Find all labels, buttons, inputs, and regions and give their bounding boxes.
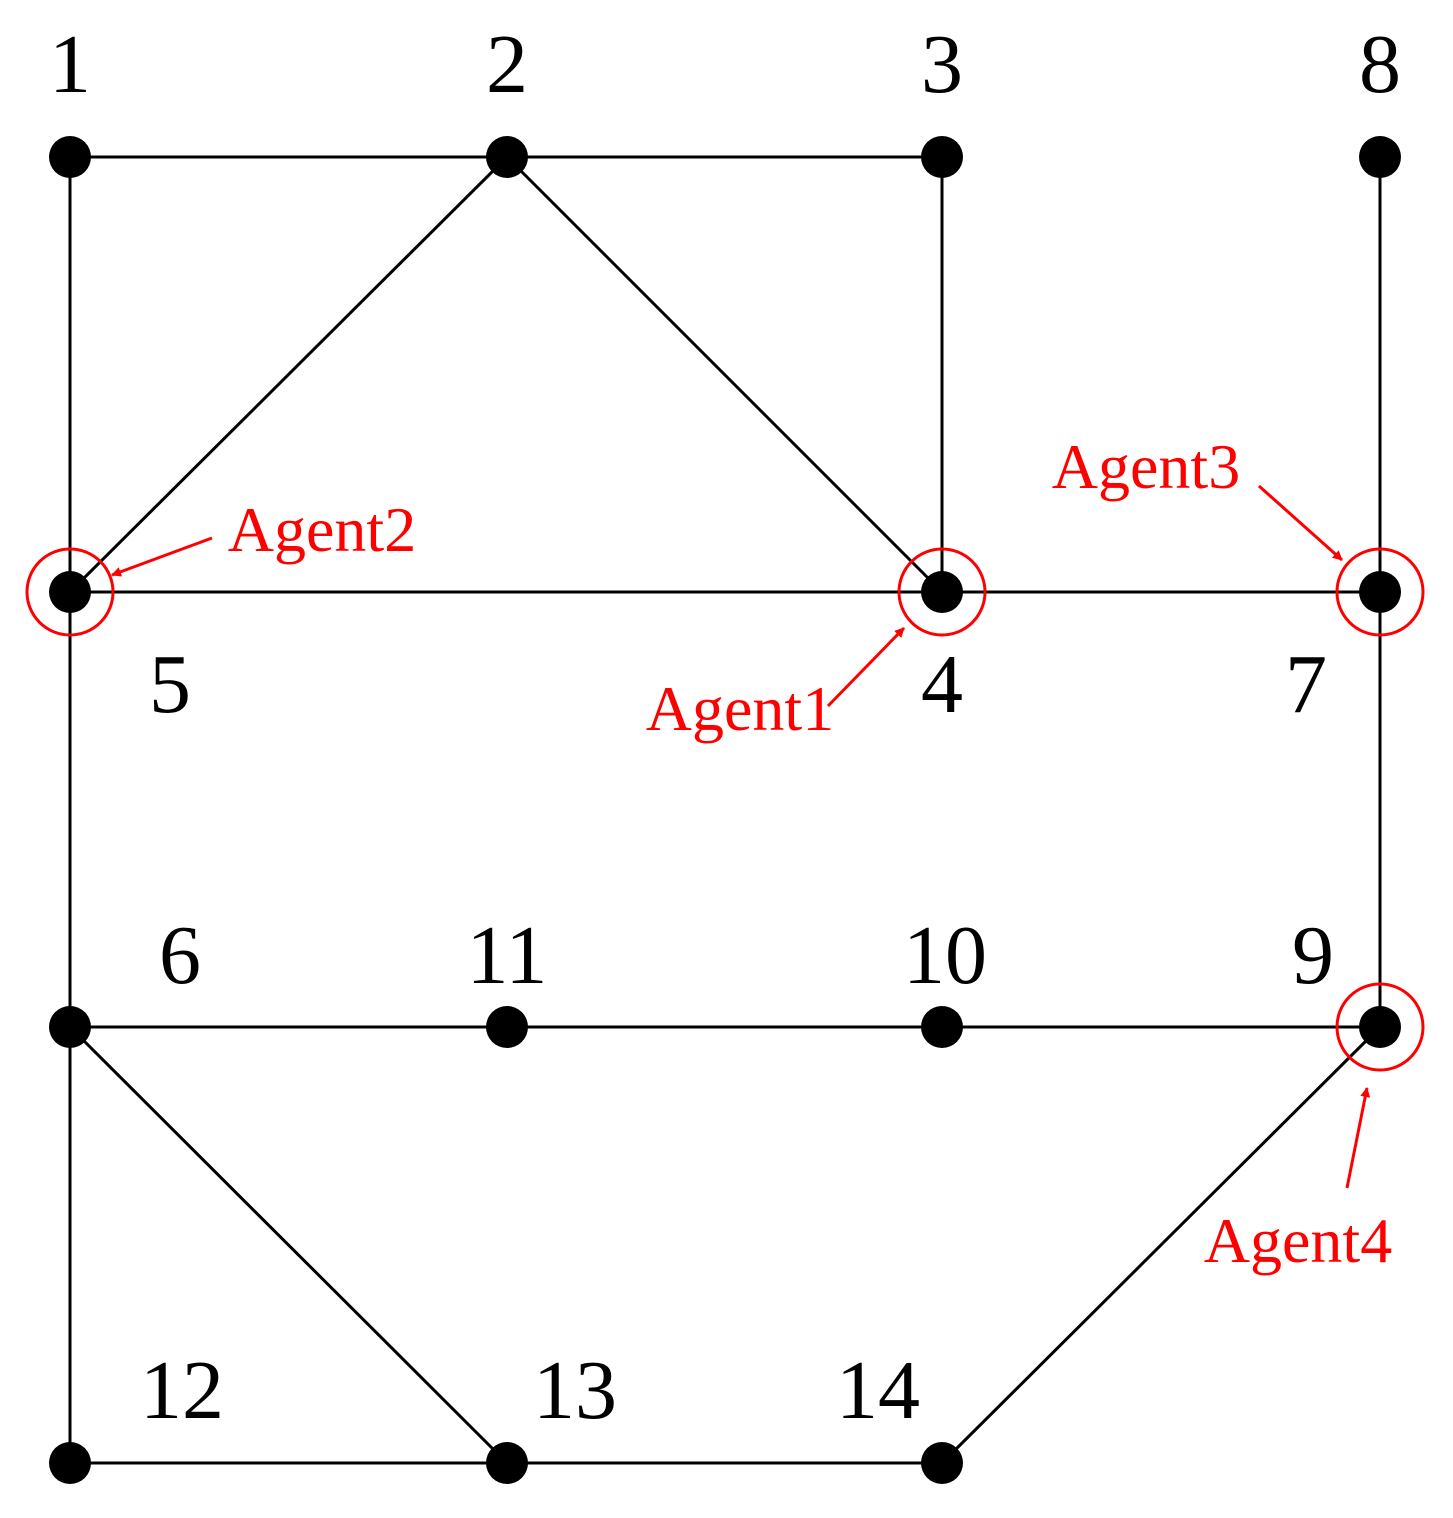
node-label-6: 6 (159, 909, 201, 1002)
node-label-1: 1 (49, 18, 91, 111)
agent-ring-5 (25, 547, 115, 637)
agent-label-2: Agent2 (228, 494, 416, 565)
edge-14-9 (940, 1025, 1382, 1465)
nodes (49, 136, 1401, 1484)
node-label-4: 4 (921, 638, 963, 731)
node-label-8: 8 (1359, 18, 1401, 111)
node-label-5: 5 (149, 638, 191, 731)
node-11 (486, 1006, 528, 1048)
node-8 (1359, 136, 1401, 178)
node-label-14: 14 (836, 1344, 920, 1437)
node-label-3: 3 (921, 18, 963, 111)
agent-arrow-3 (1258, 484, 1343, 562)
node-label-11: 11 (467, 909, 548, 1002)
node-label-13: 13 (533, 1344, 617, 1437)
edge-2-5 (68, 155, 509, 594)
node-label-9: 9 (1292, 909, 1334, 1002)
agent-arrow-1 (826, 626, 906, 708)
agent-label-1: Agent1 (646, 673, 834, 744)
node-5 (49, 571, 91, 613)
edges (68, 155, 1382, 1465)
node-12 (49, 1442, 91, 1484)
agent-ring-9 (1335, 982, 1425, 1072)
agent-arrow-4 (1345, 1087, 1371, 1189)
node-13 (486, 1442, 528, 1484)
node-10 (921, 1006, 963, 1048)
node-6 (49, 1006, 91, 1048)
node-label-12: 12 (140, 1344, 224, 1437)
edge-6-13 (68, 1025, 509, 1465)
node-4 (921, 571, 963, 613)
agent-ring-4 (897, 547, 987, 637)
agent-ring-7 (1335, 547, 1425, 637)
agent-label-4: Agent4 (1204, 1205, 1392, 1276)
node-label-2: 2 (486, 18, 528, 111)
node-9 (1359, 1006, 1401, 1048)
node-3 (921, 136, 963, 178)
node-2 (486, 136, 528, 178)
node-14 (921, 1442, 963, 1484)
edge-2-4 (505, 155, 944, 594)
node-7 (1359, 571, 1401, 613)
agent-label-3: Agent3 (1052, 431, 1240, 502)
agent-arrow-2 (111, 536, 213, 577)
node-label-7: 7 (1285, 638, 1327, 731)
node-label-10: 10 (903, 909, 987, 1002)
node-1 (49, 136, 91, 178)
